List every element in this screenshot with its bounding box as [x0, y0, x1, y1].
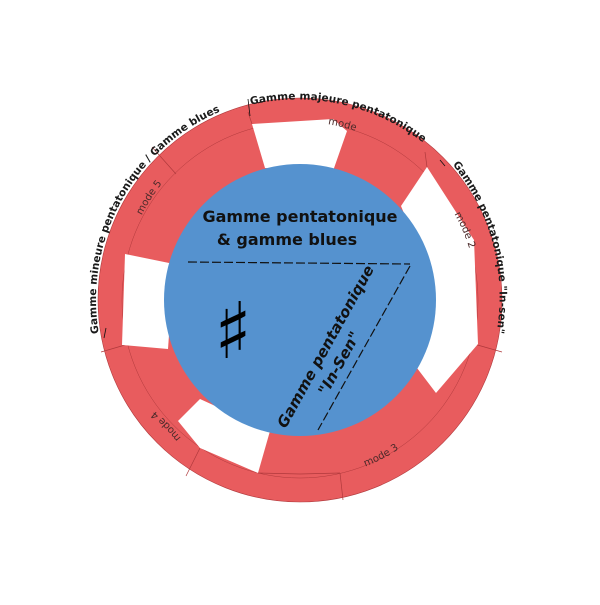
center-dashes	[187, 261, 411, 431]
ring-gaps	[122, 119, 478, 473]
ring-dividers	[100, 111, 503, 501]
center-title-line2: & gamme blues	[217, 230, 357, 249]
arrow-markers	[103, 98, 446, 339]
sharp-icon: ♯	[214, 287, 252, 377]
center-disc	[164, 164, 436, 436]
gap-top	[252, 119, 347, 171]
gap-bottom	[178, 399, 270, 473]
center-title-line1: Gamme pentatonique	[202, 207, 397, 226]
gap-left	[122, 254, 174, 349]
